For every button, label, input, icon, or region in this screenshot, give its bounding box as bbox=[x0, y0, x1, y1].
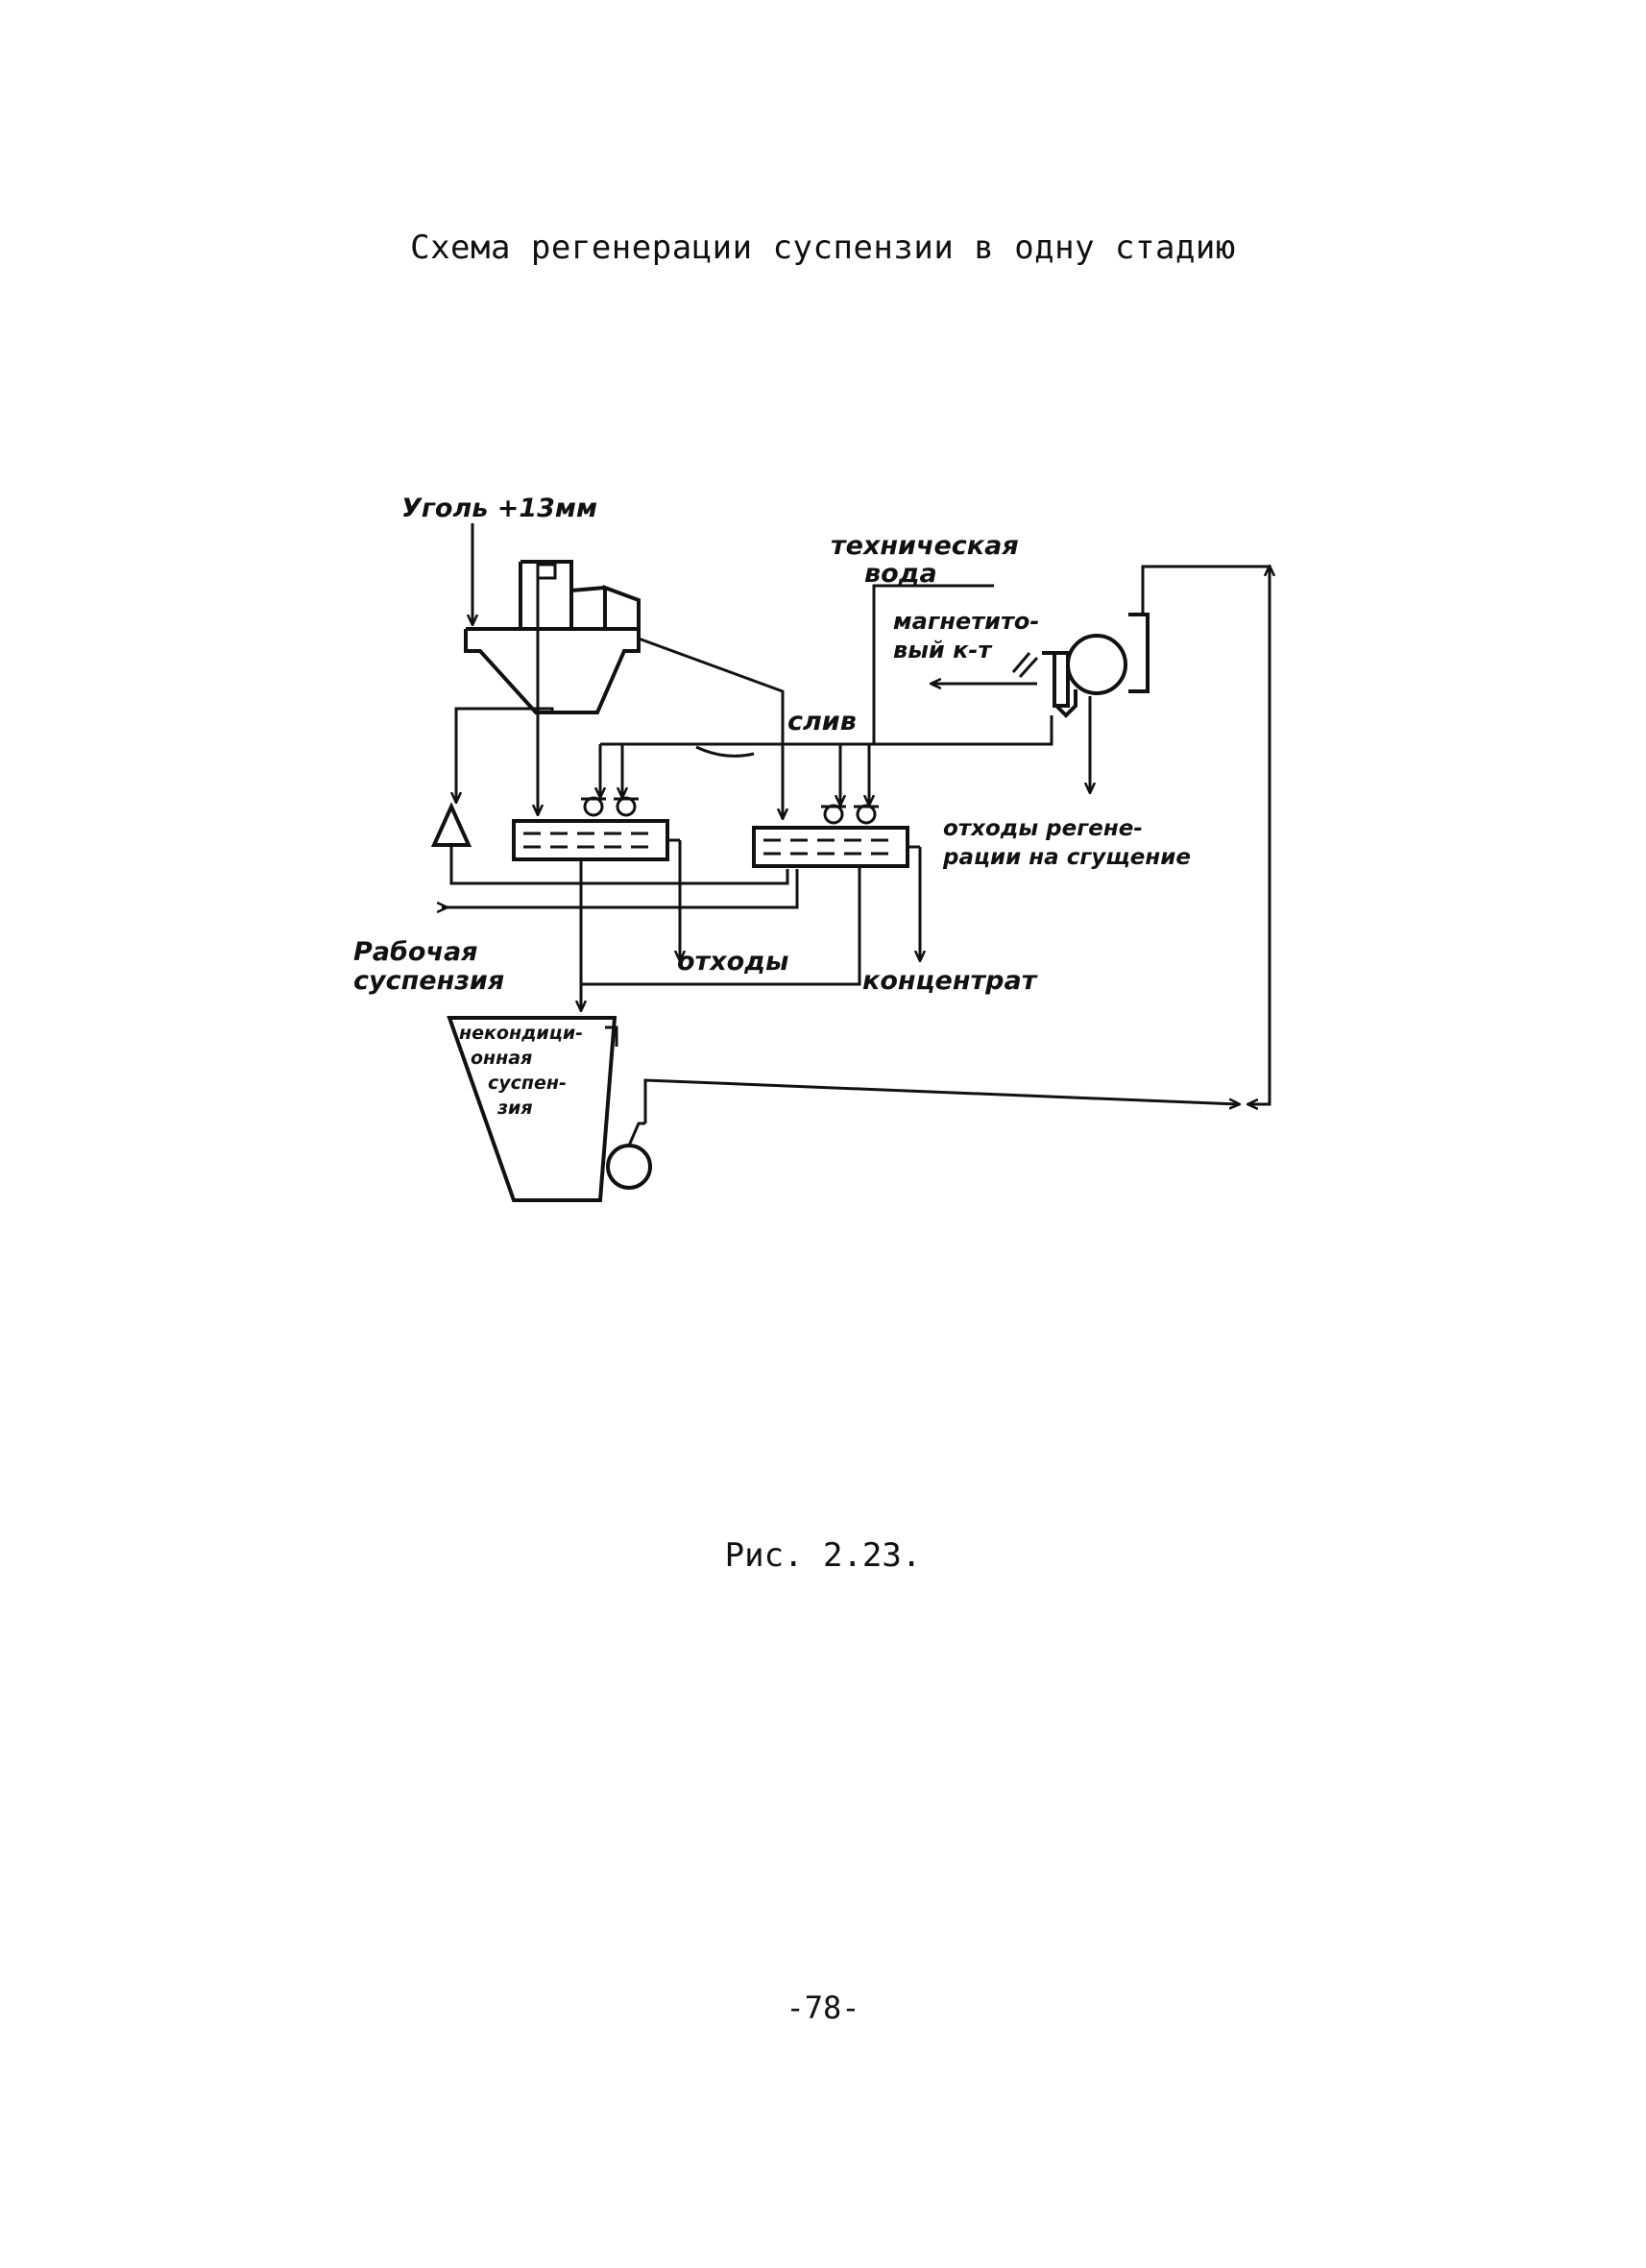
label-magnetite-2: вый к-т bbox=[893, 637, 993, 664]
flow-lines bbox=[442, 523, 1270, 1123]
cone-classifier bbox=[430, 802, 472, 847]
label-working-susp-2: суспензия bbox=[353, 966, 504, 996]
screen-1 bbox=[512, 796, 680, 861]
screen-2 bbox=[752, 804, 920, 868]
page-title: Схема регенерации суспензии в одну стади… bbox=[410, 229, 1236, 267]
label-tech-water-2: вода bbox=[864, 559, 937, 589]
label-regen-waste-1: отходы регене- bbox=[943, 816, 1143, 841]
page-number: -78- bbox=[786, 1990, 860, 2026]
label-noncond-1: некондици- bbox=[459, 1023, 583, 1044]
label-noncond-3: суспен- bbox=[488, 1073, 567, 1094]
label-regen-waste-2: рации на сгущение bbox=[942, 845, 1191, 870]
label-noncond-4: зия bbox=[496, 1098, 533, 1119]
figure-caption: Рис. 2.23. bbox=[724, 1536, 922, 1575]
separator-vessel bbox=[464, 560, 641, 714]
label-coal: Уголь +13мм bbox=[401, 494, 597, 523]
label-concentrate: концентрат bbox=[862, 966, 1038, 996]
label-waste: отходы bbox=[677, 947, 788, 977]
label-magnetite-1: магнетито- bbox=[893, 608, 1039, 635]
label-noncond-2: онная bbox=[471, 1048, 532, 1069]
magnetic-separator bbox=[1011, 613, 1150, 718]
label-drain: слив bbox=[787, 707, 857, 736]
sump-tank bbox=[447, 1016, 652, 1202]
label-working-susp-1: Рабочая bbox=[353, 937, 478, 967]
label-tech-water-1: техническая bbox=[831, 531, 1019, 561]
